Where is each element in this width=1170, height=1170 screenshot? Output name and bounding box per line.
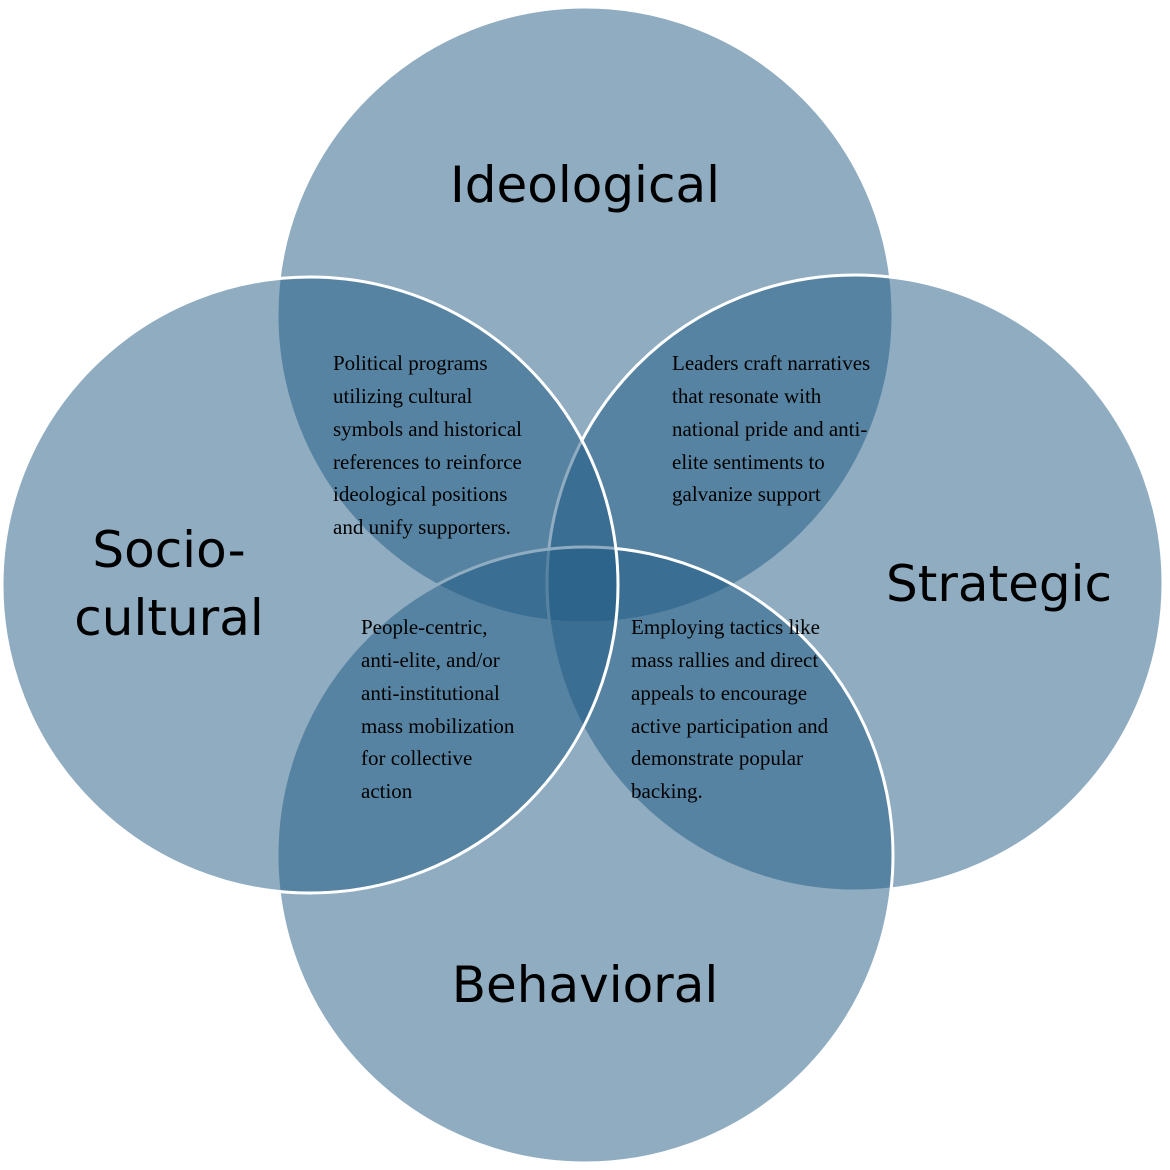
label-sociocultural-line-1: Socio- bbox=[92, 521, 245, 579]
overlap-text-ideological-sociocultural: Political programs utilizing cultural sy… bbox=[333, 351, 522, 539]
overlap-line: symbols and historical bbox=[333, 417, 522, 441]
overlap-line: anti-institutional bbox=[361, 681, 500, 705]
overlap-line: utilizing cultural bbox=[333, 384, 473, 408]
overlap-line: People-centric, bbox=[361, 615, 488, 639]
overlap-line: elite sentiments to bbox=[672, 450, 825, 474]
overlap-line: demonstrate popular bbox=[631, 746, 803, 770]
overlap-line: mass mobilization bbox=[361, 714, 515, 738]
label-behavioral: Behavioral bbox=[452, 956, 719, 1014]
overlap-line: Political programs bbox=[333, 351, 488, 375]
overlap-line: mass rallies and direct bbox=[631, 648, 818, 672]
overlap-line: ideological positions bbox=[333, 482, 507, 506]
overlap-line: backing. bbox=[631, 779, 703, 803]
overlap-line: action bbox=[361, 779, 413, 803]
overlap-line: Leaders craft narratives bbox=[672, 351, 870, 375]
overlap-text-sociocultural-behavioral: People-centric, anti-elite, and/or anti-… bbox=[361, 615, 515, 803]
overlap-line: Employing tactics like bbox=[631, 615, 820, 639]
overlap-line: active participation and bbox=[631, 714, 829, 738]
overlap-line: and unify supporters. bbox=[333, 515, 511, 539]
overlap-line: appeals to encourage bbox=[631, 681, 807, 705]
overlap-line: for collective bbox=[361, 746, 472, 770]
circle-sociocultural bbox=[0, 275, 620, 895]
label-strategic: Strategic bbox=[886, 555, 1112, 613]
label-sociocultural-line-2: cultural bbox=[74, 589, 263, 647]
overlap-line: that resonate with bbox=[672, 384, 822, 408]
overlap-line: galvanize support bbox=[672, 482, 821, 506]
overlap-line: references to reinforce bbox=[333, 450, 522, 474]
overlap-text-strategic-behavioral: Employing tactics like mass rallies and … bbox=[631, 615, 829, 803]
overlap-text-ideological-strategic: Leaders craft narratives that resonate w… bbox=[672, 351, 870, 506]
overlap-line: national pride and anti- bbox=[672, 417, 867, 441]
label-ideological: Ideological bbox=[450, 156, 720, 214]
overlap-line: anti-elite, and/or bbox=[361, 648, 500, 672]
